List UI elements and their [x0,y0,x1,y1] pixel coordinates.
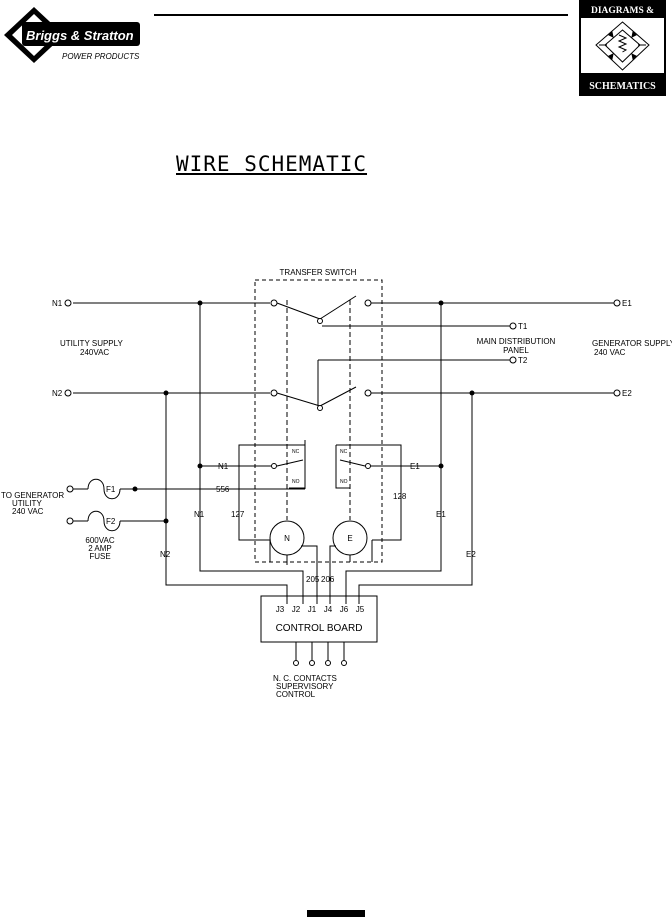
fuse-source-label-3: 240 VAC [12,507,44,516]
relay-left-nc-label: NC [292,449,300,455]
wire-128-label: 128 [393,492,407,501]
relay-right-no-label: NO [340,479,348,485]
contacts-note-3: CONTROL [276,690,316,699]
transfer-switch-label: TRANSFER SWITCH [280,268,357,277]
terminal-e2-label: E2 [622,389,632,398]
terminal-n2-label: N2 [52,389,63,398]
wire-schematic: TRANSFER SWITCH N1 N2 E1 E2 T1 T2 UTILIT… [1,268,672,699]
wire-127-label: 127 [231,510,245,519]
control-board-pin: J4 [324,605,333,614]
motor-e-label: E [347,534,352,543]
diagrams-schematics-badge: DIAGRAMS & SCHEMATICS [579,0,666,96]
logo-sub-text: POWER PRODUCTS [62,52,140,61]
wire-e1-label: E1 [436,510,446,519]
fuse-f2-label: F2 [106,517,116,526]
wire-206-label: 206 [321,575,335,584]
fuse-rating-3: FUSE [89,552,110,561]
relay-right-nc-label: NC [340,449,348,455]
logo-brand-text: Briggs & Stratton [26,28,134,43]
control-board-pin: J3 [276,605,285,614]
utility-voltage-label: 240VAC [80,348,109,357]
generator-supply-label: GENERATOR SUPPLY [592,339,672,348]
badge-bottom-text: SCHEMATICS [589,81,656,92]
fuse-source-label-1: TO GENERATOR [1,491,64,500]
briggs-stratton-logo: Briggs & Stratton POWER PRODUCTS [4,7,140,63]
relay-n1-label: N1 [218,462,229,471]
control-board-box [260,595,378,643]
badge-top-text: DIAGRAMS & [591,6,654,16]
wire-e2-label: E2 [466,550,476,559]
generator-voltage-label: 240 VAC [594,348,626,357]
terminal-e1-label: E1 [622,299,632,308]
relay-left-no-label: NO [292,479,300,485]
terminal-n1-label: N1 [52,299,63,308]
control-board-pin: J2 [292,605,301,614]
utility-supply-label: UTILITY SUPPLY [60,339,124,348]
badge-bridge-symbol [595,21,650,71]
wire-205-label: 205 [306,575,320,584]
wire-n2-label: N2 [160,550,171,559]
control-board-label: CONTROL BOARD [276,623,363,634]
motor-n-label: N [284,534,290,543]
header-rule [154,14,568,16]
wire-n1-label: N1 [194,510,205,519]
fuse-f1-label: F1 [106,485,116,494]
logo-diamond [4,7,140,63]
main-distribution-panel-label: PANEL [503,346,529,355]
wire-556-label: 556 [216,485,230,494]
terminal-t1-label: T1 [518,322,528,331]
control-board-pin: J5 [356,605,365,614]
terminal-t2-label: T2 [518,356,528,365]
fuse-rating-2: 2 AMP [88,544,112,553]
fuse-rating-1: 600VAC [85,536,114,545]
fuse-source-label-2: UTILITY [12,499,42,508]
contacts-note-1: N. C. CONTACTS [273,674,337,683]
contacts-note-2: SUPERVISORY [276,682,334,691]
control-board-pin: J6 [340,605,349,614]
control-board-pin: J1 [308,605,317,614]
main-distribution-label: MAIN DISTRIBUTION [477,337,556,346]
footer-bar [307,910,365,917]
relay-e1-label: E1 [410,462,420,471]
page-title: WIRE SCHEMATIC [176,152,368,176]
transfer-switch-enclosure [254,279,383,563]
